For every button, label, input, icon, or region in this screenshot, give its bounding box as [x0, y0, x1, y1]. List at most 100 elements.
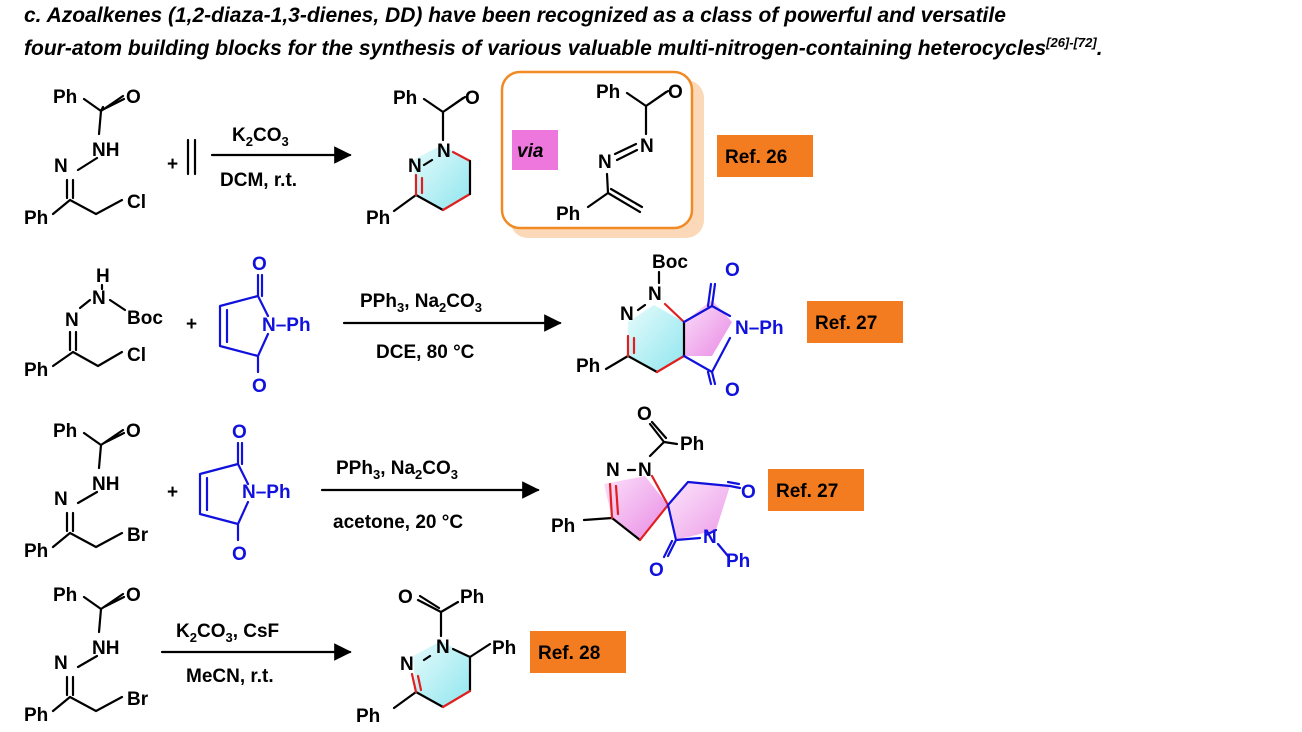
atom-ph: Ph — [53, 421, 77, 442]
atom-o: O — [649, 560, 664, 581]
atom-ph: Ph — [366, 208, 390, 229]
atom-o: O — [232, 544, 247, 565]
reactant-hydrazone-1: Ph O NH N Ph Cl — [24, 87, 146, 229]
atom-h: H — [96, 266, 110, 287]
atom-n: N — [54, 489, 68, 510]
atom-o: O — [252, 254, 267, 275]
reactant-hydrazone-2: Ph O NH N Ph Br — [24, 421, 149, 562]
conditions-top: K2CO3 — [232, 125, 289, 149]
atom-cl: Cl — [127, 192, 146, 213]
heading-line-2-text: four-atom building blocks for the synthe… — [24, 37, 1047, 60]
atom-o: O — [398, 587, 413, 608]
reactant-hydrazone-3: Ph O NH N Ph Br — [24, 585, 149, 726]
plus-sign: + — [167, 482, 178, 503]
arrow-4: K2CO3, CsF MeCN, r.t. — [160, 621, 352, 687]
atom-o: O — [126, 87, 141, 108]
atom-n: N — [606, 460, 620, 481]
atom-boc: Boc — [652, 252, 688, 273]
atom-ph: Ph — [53, 87, 77, 108]
atom-ph: Ph — [393, 88, 417, 109]
atom-n: N — [92, 288, 106, 309]
ref-label: Ref. 26 — [725, 147, 787, 168]
heading-citation-range: [26]-[72] — [1046, 35, 1097, 50]
atom-boc: Boc — [127, 308, 163, 329]
heading-line-1: c. Azoalkenes (1,2-diaza-1,3-dienes, DD)… — [24, 4, 1006, 27]
conditions-top: PPh3, Na2CO3 — [360, 291, 482, 315]
conditions-bottom: DCM, r.t. — [220, 170, 297, 191]
atom-ph: Ph — [24, 208, 48, 229]
row-3: Ph O NH N Ph Br + O O N–Ph PPh3, Na2CO3 … — [24, 404, 864, 581]
atom-o: O — [725, 260, 740, 281]
conditions-bottom: DCE, 80 °C — [376, 342, 475, 363]
atom-ph: Ph — [596, 82, 620, 103]
ref-badge-27 — [807, 301, 903, 343]
atom-ph: Ph — [356, 706, 380, 727]
row-4: Ph O NH N Ph Br K2CO3, CsF MeCN, r.t. O … — [24, 585, 626, 727]
atom-cl: Cl — [127, 345, 146, 366]
atom-o: O — [741, 482, 756, 503]
heading-line-2: four-atom building blocks for the synthe… — [24, 35, 1294, 61]
ref-badge-28 — [530, 631, 626, 673]
atom-ph: Ph — [556, 204, 580, 225]
atom-o: O — [126, 421, 141, 442]
via-intermediate-box: via Ph O N N Ph — [500, 70, 704, 238]
ref-badge-27b — [768, 469, 864, 511]
arrow-3: PPh3, Na2CO3 acetone, 20 °C — [320, 458, 540, 533]
atom-n: N — [400, 654, 414, 675]
atom-ph: Ph — [460, 587, 484, 608]
atom-n: N — [638, 460, 652, 481]
reactant-maleimide-2: O O N–Ph — [198, 422, 291, 565]
plus-sign: + — [186, 314, 197, 335]
atom-n: N — [436, 637, 450, 658]
atom-o: O — [465, 88, 480, 109]
row-1: Ph O NH N Ph Cl + K2CO3 DCM, r.t. Ph O N… — [24, 70, 813, 238]
atom-n: N — [640, 136, 654, 157]
atom-ph: Ph — [726, 551, 750, 572]
atom-n: N — [408, 156, 422, 177]
product-tetrahydropyridazine-2: O Ph N N Ph Ph — [356, 587, 516, 727]
ref-label: Ref. 27 — [815, 313, 877, 334]
atom-ph: Ph — [551, 516, 575, 537]
atom-n: N — [54, 653, 68, 674]
atom-o: O — [668, 82, 683, 103]
atom-ph: Ph — [53, 585, 77, 606]
product-tetrahydropyridazine-1: Ph O N N Ph — [366, 88, 480, 229]
atom-n-ph: N–Ph — [262, 315, 311, 336]
atom-ph: Ph — [24, 360, 48, 381]
arrow-1: K2CO3 DCM, r.t. — [210, 125, 352, 191]
arrow-2: PPh3, Na2CO3 DCE, 80 °C — [342, 291, 562, 363]
atom-o: O — [637, 404, 652, 425]
product-spiro-pyrazoline: O Ph N N Ph O O N Ph — [551, 404, 756, 581]
atom-o: O — [252, 376, 267, 397]
atom-br: Br — [127, 525, 149, 546]
atom-ph: Ph — [492, 638, 516, 659]
atom-ph: Ph — [24, 541, 48, 562]
atom-n-ph: N–Ph — [242, 482, 291, 503]
atom-n: N — [54, 156, 68, 177]
atom-nh: NH — [92, 140, 119, 161]
atom-n: N — [65, 310, 79, 331]
product-fused-bicycle: Boc N N Ph O O N–Ph — [576, 252, 784, 401]
atom-ph: Ph — [24, 705, 48, 726]
row-2: H N Boc N Ph Cl + O O N–Ph PPh3, Na2CO3 … — [24, 252, 903, 401]
atom-ph: Ph — [576, 356, 600, 377]
conditions-top: K2CO3, CsF — [176, 621, 279, 645]
atom-nh: NH — [92, 474, 119, 495]
atom-n: N — [648, 284, 662, 305]
conditions-bottom: acetone, 20 °C — [333, 512, 463, 533]
atom-ph: Ph — [680, 434, 704, 455]
atom-o: O — [126, 585, 141, 606]
atom-o: O — [232, 422, 247, 443]
atom-n: N — [598, 152, 612, 173]
atom-nh: NH — [92, 638, 119, 659]
conditions-bottom: MeCN, r.t. — [186, 666, 274, 687]
atom-n-ph: N–Ph — [735, 318, 784, 339]
ref-badge-26 — [717, 135, 813, 177]
atom-br: Br — [127, 689, 149, 710]
atom-n: N — [620, 304, 634, 325]
atom-n: N — [437, 141, 451, 162]
conditions-top: PPh3, Na2CO3 — [336, 458, 458, 482]
atom-o: O — [725, 380, 740, 401]
plus-sign: + — [167, 154, 178, 175]
